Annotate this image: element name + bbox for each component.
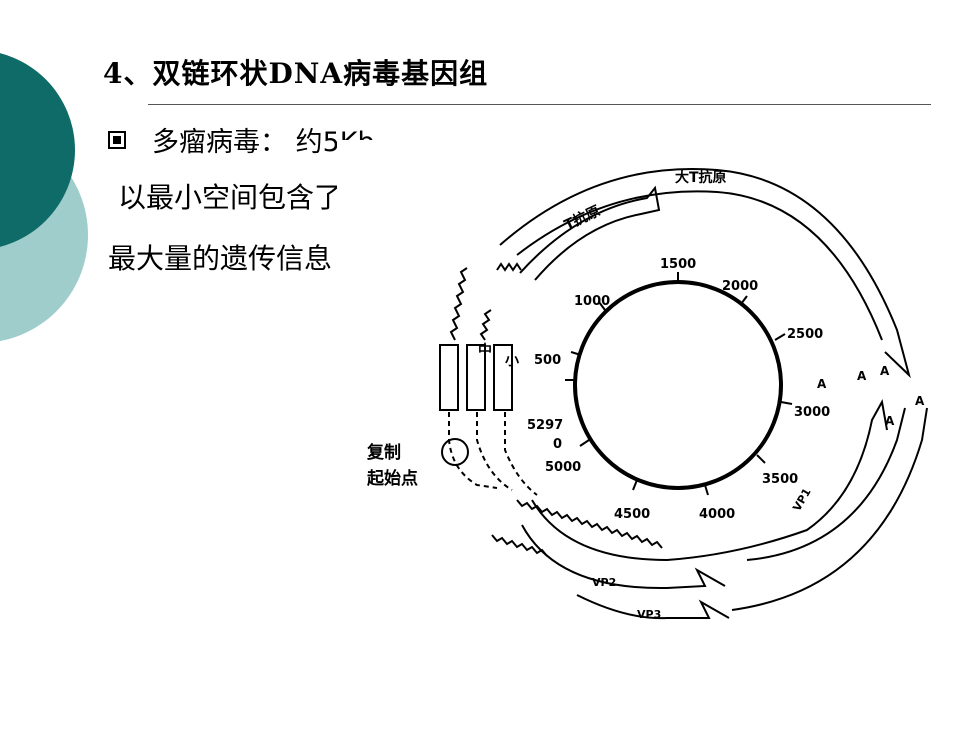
label-small: 小	[505, 353, 519, 369]
label-polya-5: A	[885, 414, 895, 428]
tick-5000	[579, 439, 590, 447]
square-bullet-icon	[108, 131, 126, 149]
box-middle	[466, 344, 486, 411]
intron-wave-1	[496, 262, 522, 272]
tick-label-5297: 5297	[527, 418, 563, 433]
tick-label-3500: 3500	[762, 472, 798, 487]
label-vp3: VP3	[637, 608, 661, 621]
label-polya-3: A	[880, 364, 890, 378]
body-line-2: 最大量的遗传信息	[108, 242, 333, 275]
tick-label-500: 500	[534, 353, 561, 368]
dark-teal-circle	[0, 53, 75, 247]
tick-label-2500: 2500	[787, 327, 823, 342]
tick-label-5000: 5000	[545, 460, 581, 475]
tick-2000	[740, 295, 748, 305]
tick-1000	[598, 301, 606, 311]
tick-label-0: 0	[553, 437, 562, 452]
tick-3000	[780, 401, 793, 405]
genome-circle	[573, 280, 783, 490]
large-t-arrow-inner	[516, 190, 883, 341]
dashed-connector-2	[476, 412, 513, 491]
box-1	[439, 344, 459, 411]
outer-right-arc-1	[746, 407, 906, 561]
body-line-1: 以最小空间包含了	[118, 181, 343, 214]
vp2-arrow	[521, 524, 726, 590]
large-t-arrow-outer	[499, 167, 911, 379]
small-t-arrow	[519, 185, 661, 281]
tick-label-2000: 2000	[722, 279, 758, 294]
tick-label-1000: 1000	[574, 294, 610, 309]
label-origin-2: 起始点	[366, 468, 418, 489]
label-vp1: VP1	[790, 486, 813, 513]
vp3-arrow	[576, 594, 730, 620]
outer-right-arc-2	[731, 407, 928, 611]
box-small	[493, 344, 513, 411]
label-polya-1: A	[817, 377, 827, 391]
tick-label-4000: 4000	[699, 507, 735, 522]
tick-label-4500: 4500	[614, 507, 650, 522]
dashed-connector-3	[504, 412, 538, 496]
label-polya-4: A	[915, 394, 925, 408]
tick-4500	[632, 479, 638, 491]
intron-wave-mid	[479, 309, 492, 341]
bullet-item: 多瘤病毒： 约5Kb	[108, 120, 375, 159]
label-vp2: VP2	[592, 576, 616, 589]
tick-500	[570, 351, 582, 356]
label-large-t: 大T抗原	[675, 169, 727, 186]
polyoma-genome-diagram: 1500 2000 2500 3000 3500 4000 4500 5000 …	[337, 140, 947, 660]
vp1-arrow	[531, 399, 888, 562]
tick-label-3000: 3000	[794, 405, 830, 420]
late-intron-wave	[516, 499, 663, 549]
label-polya-2: A	[857, 369, 867, 383]
tick-label-1500: 1500	[660, 257, 696, 272]
late-intron-wave-2	[491, 534, 548, 557]
label-origin-1: 复制	[366, 442, 401, 463]
tick-3500	[756, 454, 766, 464]
label-middle: 中	[478, 342, 492, 359]
tick-4000	[704, 484, 709, 496]
decorative-circles	[0, 53, 88, 342]
tick-2500	[774, 333, 786, 341]
title-divider	[148, 104, 931, 105]
slide-title: 4、双链环状DNA病毒基因组	[103, 57, 489, 90]
intron-wave-left	[449, 267, 468, 341]
dashed-connector-1	[448, 412, 498, 489]
origin-circle	[441, 438, 469, 466]
